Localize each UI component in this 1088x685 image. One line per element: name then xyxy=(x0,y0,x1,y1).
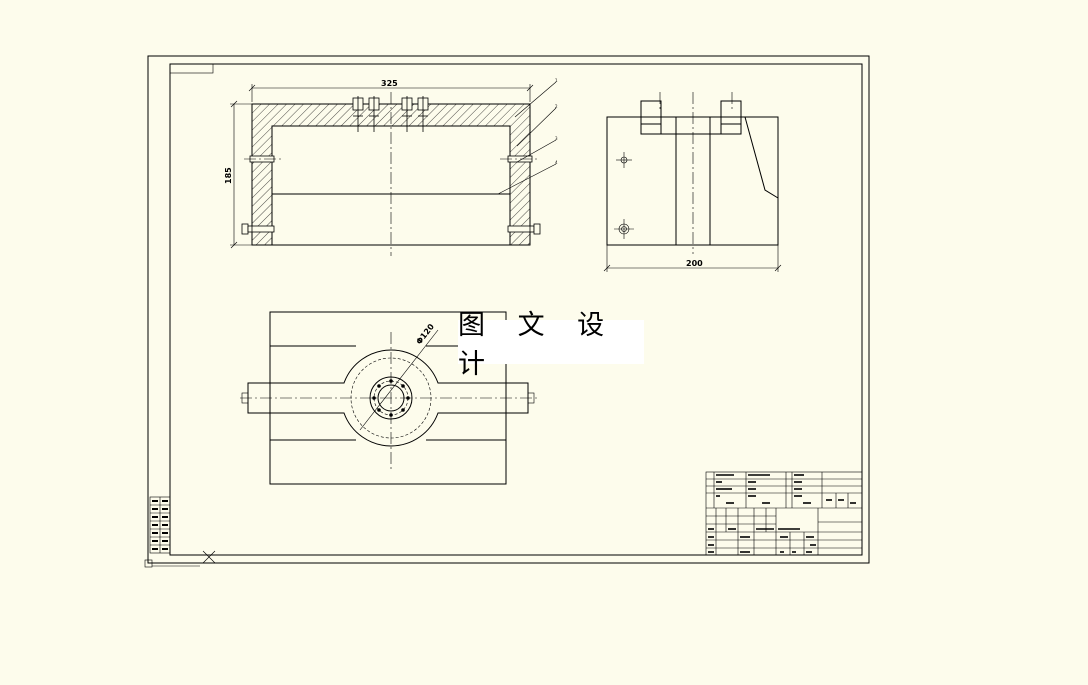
watermark-label: 图 文 设 计 xyxy=(458,310,644,380)
middle-side-pins xyxy=(244,155,538,163)
front-height-label: 185 xyxy=(224,167,233,184)
leader-lines xyxy=(497,81,557,195)
front-view: 1 2 3 4 325 185 xyxy=(224,78,558,256)
balloon-3: 3 xyxy=(555,136,558,141)
sheet-inner-border xyxy=(169,63,863,556)
bolt-circle-label: Φ120 xyxy=(414,322,436,346)
side-holes xyxy=(614,152,634,239)
front-width-label: 325 xyxy=(381,79,398,88)
front-width-dimension xyxy=(248,84,534,102)
title-block xyxy=(705,471,863,556)
corner-tab xyxy=(169,63,214,74)
revision-table xyxy=(149,496,171,554)
balloon-4: 4 xyxy=(555,160,558,165)
side-width-dimension xyxy=(603,245,782,272)
title-block-text-marks xyxy=(708,474,856,553)
balloon-1: 1 xyxy=(555,78,558,83)
bottom-side-bolts xyxy=(241,222,541,238)
origin-marker xyxy=(144,559,153,568)
side-width-label: 200 xyxy=(686,259,703,268)
origin-cross-mark xyxy=(202,550,216,564)
sheet-outer-border xyxy=(147,55,870,564)
balloon-2: 2 xyxy=(555,104,558,109)
front-height-dimension xyxy=(230,100,252,249)
top-bolts xyxy=(352,96,429,132)
side-view: 200 xyxy=(603,92,782,272)
